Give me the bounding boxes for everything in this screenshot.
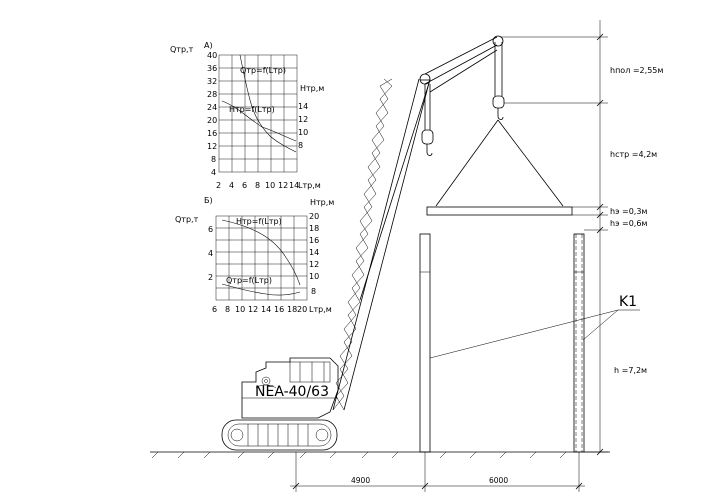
- tick-label: 8: [225, 305, 230, 314]
- graph-a: Qтр,т А) Нтр,м Lтр,м 40 36 32 28 24 2: [170, 41, 324, 190]
- dim-distance-1: 4900: [351, 476, 370, 485]
- graph-a-h-curve: [221, 100, 297, 142]
- tick-label: 18: [287, 305, 297, 314]
- crane-model-label: NEA-40/63: [255, 384, 329, 400]
- tick-label: 36: [207, 64, 217, 73]
- graph-a-y-left-label: Qтр,т: [170, 45, 194, 54]
- tick-label: 8: [298, 141, 303, 150]
- graph-b-letter: Б): [204, 196, 213, 205]
- tick-label: 32: [207, 77, 217, 86]
- tick-label: 12: [298, 115, 308, 124]
- tick-label: 14: [298, 102, 308, 111]
- dim-h-str: hстр =4,2м: [610, 150, 657, 159]
- dim-h-e1: hэ =0,3м: [610, 207, 647, 216]
- graph-b-y-left-ticks: 6 4 2: [208, 225, 213, 282]
- crane: NEA-40/63: [221, 35, 573, 451]
- graph-b: Б) Нтр,м Qтр,т Lтр,м 6 4 2 20 18: [175, 196, 334, 314]
- crane-body: NEA-40/63: [241, 357, 339, 419]
- tick-label: 10: [235, 305, 245, 314]
- tick-label: 6: [242, 181, 247, 190]
- graph-b-q-curve: [221, 283, 301, 296]
- tick-label: 40: [207, 51, 217, 60]
- dim-h-pol: hпол =2,55м: [610, 66, 663, 75]
- crane-jib: [419, 35, 505, 156]
- graph-a-y-right-ticks: 14 12 10 8: [298, 102, 308, 150]
- tick-label: 8: [255, 181, 260, 190]
- graph-b-y-left-label: Qтр,т: [175, 215, 199, 224]
- graph-b-y-right-ticks: 20 18 16 14 12 10 8: [309, 212, 319, 296]
- tick-label: 8: [311, 287, 316, 296]
- tick-label: 10: [298, 128, 308, 137]
- graph-a-q-curve: [239, 54, 297, 153]
- tick-label: 14: [289, 181, 299, 190]
- graph-a-x-ticks: 2 4 6 8 10 12 14: [216, 181, 299, 190]
- tick-label: 16: [207, 129, 217, 138]
- tick-label: 24: [207, 103, 217, 112]
- column-left: [419, 233, 431, 453]
- tick-label: 6: [208, 225, 213, 234]
- graph-a-y-left-ticks: 40 36 32 28 24 20 16 12 8 4: [207, 51, 217, 177]
- tick-label: 14: [261, 305, 271, 314]
- graph-a-grid: [218, 54, 298, 173]
- graph-b-x-label: Lтр,м: [309, 305, 332, 314]
- tick-label: 10: [309, 272, 319, 281]
- crane-tracks: [221, 419, 338, 451]
- column-leader: K1: [429, 294, 640, 359]
- column-right: [573, 233, 585, 453]
- tick-label: 28: [207, 90, 217, 99]
- lifted-beam: [426, 206, 573, 216]
- ground: [150, 451, 610, 459]
- tick-label: 12: [207, 142, 217, 151]
- tick-label: 20: [297, 305, 307, 314]
- lifted-beam-slings: [435, 119, 564, 207]
- tick-label: 16: [309, 236, 319, 245]
- tick-label: 12: [278, 181, 288, 190]
- graph-b-x-ticks: 6 8 10 12 14 16 18 20: [212, 305, 307, 314]
- tick-label: 16: [274, 305, 284, 314]
- tick-label: 4: [211, 168, 216, 177]
- graph-b-h-curve: [221, 219, 301, 286]
- graph-a-q-curve-label: Qтр=f(Lтр): [240, 66, 286, 75]
- tick-label: 8: [211, 155, 216, 164]
- tick-label: 10: [265, 181, 275, 190]
- column-label: K1: [619, 294, 637, 310]
- columns: [419, 233, 585, 453]
- graph-b-grid: [215, 215, 308, 301]
- dim-h-e2: hэ =0,6м: [610, 219, 647, 228]
- dimension-lines: hпол =2,55м hстр =4,2м hэ =0,3м hэ =0,6м…: [290, 20, 663, 492]
- tick-label: 20: [207, 116, 217, 125]
- tick-label: 12: [309, 260, 319, 269]
- tick-label: 20: [309, 212, 319, 221]
- graph-b-q-curve-label: Qтр=f(Lтр): [226, 276, 272, 285]
- tick-label: 6: [212, 305, 217, 314]
- graph-a-y-right-label: Нтр,м: [300, 84, 324, 93]
- dim-distance-2: 6000: [489, 476, 508, 485]
- tick-label: 18: [309, 224, 319, 233]
- tick-label: 4: [208, 249, 213, 258]
- tick-label: 4: [229, 181, 234, 190]
- graph-a-letter: А): [204, 41, 213, 50]
- graph-b-y-right-label: Нтр,м: [310, 198, 334, 207]
- tick-label: 2: [216, 181, 221, 190]
- graph-b-h-curve-label: Нтр=f(Lтр): [236, 217, 282, 226]
- tick-label: 2: [208, 273, 213, 282]
- dim-h: h =7,2м: [614, 366, 647, 375]
- crane-boom: [332, 78, 431, 411]
- tick-label: 14: [309, 248, 319, 257]
- graph-a-x-label: Lтр,м: [298, 181, 321, 190]
- tick-label: 12: [248, 305, 258, 314]
- graph-a-h-curve-label: Нтр=f(Lтр): [229, 105, 275, 114]
